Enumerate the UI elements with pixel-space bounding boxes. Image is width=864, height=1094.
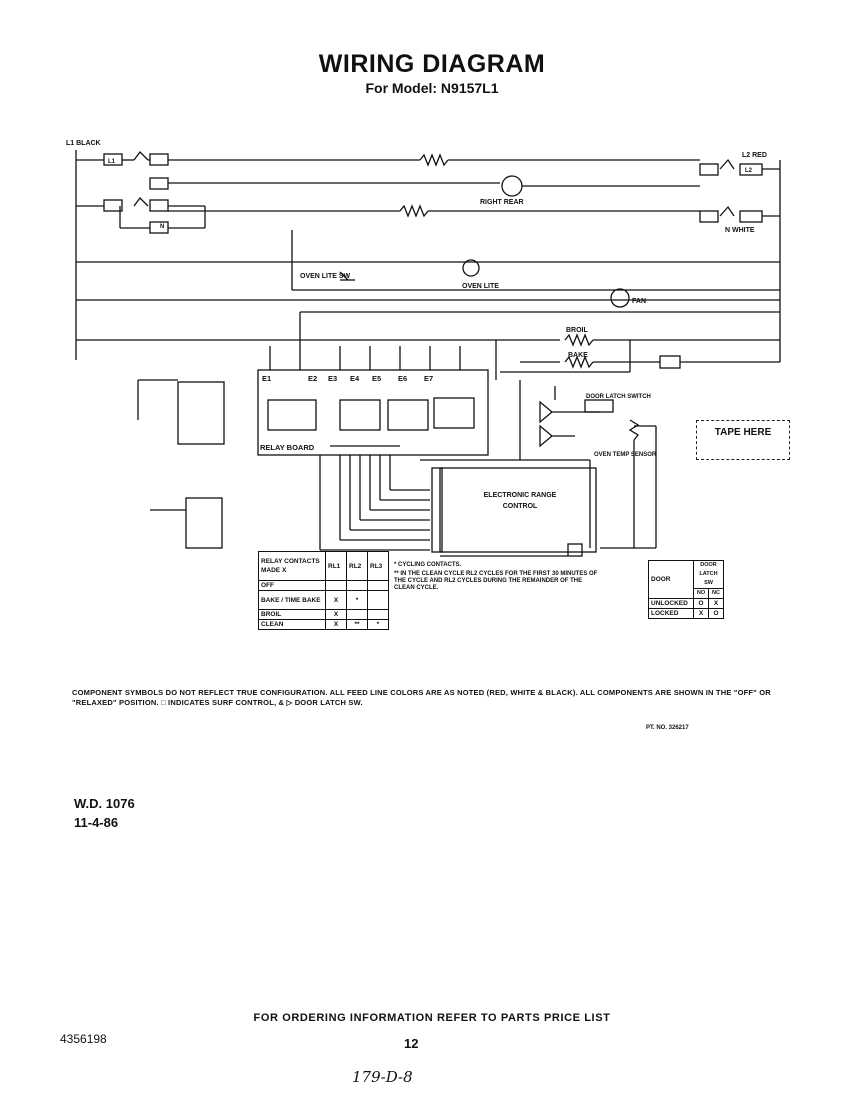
table-row: LOCKED X O (648, 608, 724, 619)
label-fan: FAN (632, 298, 646, 305)
table-row: CLEAN X ** * (258, 619, 389, 630)
oven-lamp-symbol (462, 259, 480, 277)
label-bake: BAKE (568, 352, 588, 359)
svg-text:RIGHT REAR: RIGHT REAR (480, 199, 524, 206)
relay-header-rl3: RL3 (367, 551, 389, 581)
label-oven-temp-sensor: OVEN TEMP SENSOR (594, 452, 657, 458)
line-n: N (160, 224, 164, 230)
line-l2: L2 (745, 168, 753, 174)
broil-element (564, 333, 594, 347)
svg-text:OVEN LITE SW: OVEN LITE SW (300, 273, 351, 280)
wd-number: W.D. 1076 (74, 796, 135, 811)
label-relay-board: RELAY BOARD (260, 443, 315, 452)
terminal-e5: E5 (372, 374, 381, 383)
relay-header-rl2: RL2 (346, 551, 368, 581)
relay-header-rl1: RL1 (325, 551, 347, 581)
terminal-e1: E1 (262, 374, 271, 383)
erc-label: ELECTRONIC RANGE CONTROL (483, 492, 557, 510)
tape-here-box: TAPE HERE (696, 420, 790, 460)
relay-contacts-table: RELAY CONTACTS MADE X RL1 RL2 RL3 OFF BA… (258, 551, 389, 630)
latch-header: DOOR LATCH SW (693, 560, 724, 589)
page-title: WIRING DIAGRAM (318, 50, 546, 78)
wd-date: 11-4-86 (74, 815, 119, 830)
wd-info: W.D. 1076 11-4-86 (74, 794, 135, 832)
door-latch-table: DOOR DOOR LATCH SW NO NC UNLOCKED O X LO… (648, 560, 724, 619)
electronic-range-control-outline (439, 467, 597, 553)
component-note: COMPONENT SYMBOLS DO NOT REFLECT TRUE CO… (72, 688, 771, 707)
terminal-e6: E6 (398, 374, 407, 383)
surface-element-2 (501, 175, 523, 197)
page-number: 12 (404, 1036, 419, 1051)
wiring-schematic: L1 BLACK L2 RED N WHITE RIGHT REAR OVEN … (66, 140, 781, 557)
table-row: BAKE / TIME BAKE X * (258, 590, 389, 610)
legend-note2: ** IN THE CLEAN CYCLE RL2 CYCLES FOR THE… (394, 571, 598, 591)
svg-text:N WHITE: N WHITE (725, 227, 755, 234)
relay-board-outline (257, 369, 489, 456)
line-l1: L1 (108, 159, 116, 165)
svg-text:L2 RED: L2 RED (742, 152, 767, 159)
terminal-e3: E3 (328, 374, 337, 383)
table-row: BROIL X (258, 609, 389, 620)
part-number-small: PT. NO. 326217 (646, 725, 689, 731)
latch-col-label: DOOR (648, 560, 694, 599)
table-row: OFF (258, 580, 389, 591)
ordering-info-footer: FOR ORDERING INFORMATION REFER TO PARTS … (253, 1012, 611, 1024)
fan-motor-symbol (610, 288, 630, 308)
terminal-e2: E2 (308, 374, 317, 383)
model-subtitle: For Model: N9157L1 (365, 80, 499, 96)
relay-header-label: RELAY CONTACTS MADE X (258, 551, 326, 581)
terminal-e4: E4 (350, 374, 360, 383)
legend-cycling: * CYCLING CONTACTS. (394, 562, 462, 568)
bake-element (564, 355, 594, 369)
oven-temp-sensor-symbol (628, 419, 640, 441)
document-number: 4356198 (60, 1032, 107, 1046)
handwritten-note: 179-D-8 (352, 1068, 413, 1086)
surface-element-1 (419, 153, 449, 167)
label-broil: BROIL (566, 327, 589, 334)
table-row: UNLOCKED O X (648, 598, 724, 609)
label-oven-lite: OVEN LITE (462, 283, 499, 290)
label-l1-black: L1 BLACK (66, 140, 101, 147)
terminal-e7: E7 (424, 374, 433, 383)
label-door-latch: DOOR LATCH SWITCH (586, 394, 651, 400)
